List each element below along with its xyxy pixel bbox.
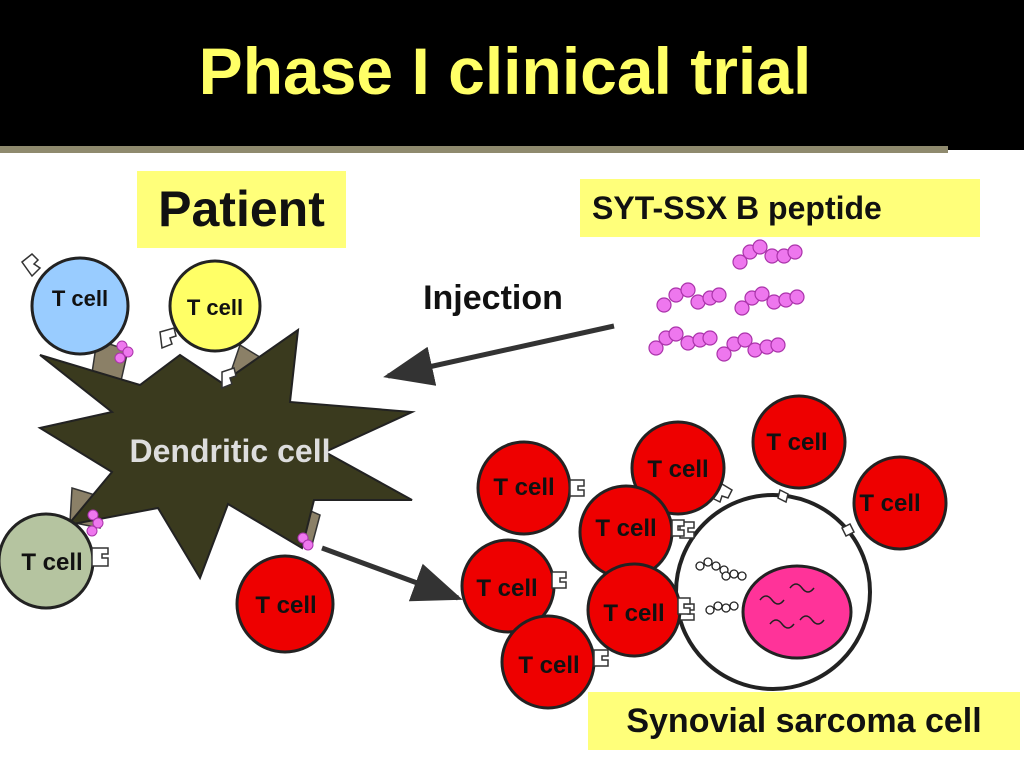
t-cell-label: T cell: [187, 295, 243, 320]
t-cell-icon: [235, 554, 335, 654]
receptor-icon: [677, 597, 691, 615]
injection-label: Injection: [423, 279, 563, 317]
receptor-icon: [671, 519, 685, 537]
t-cell-icon: [852, 455, 948, 551]
t-cell-icon: [630, 420, 726, 516]
peptide-icon: [87, 509, 99, 521]
receptor-icon: [593, 649, 609, 667]
peptide-icon: [302, 539, 314, 551]
t-cell-label: T cell: [603, 600, 664, 627]
receptor-icon: [569, 479, 585, 497]
peptide-icon: [114, 352, 126, 364]
t-cell-label: T cell: [647, 456, 708, 483]
chromosome-icon: [759, 583, 825, 629]
sarcoma-label: Synovial sarcoma cell: [588, 692, 1020, 750]
t-cell-icon: [168, 259, 262, 353]
t-cell-label: T cell: [859, 490, 920, 517]
peptide-icon: [86, 525, 98, 537]
receptor-icon: [159, 327, 177, 350]
chromosome-icon: [695, 557, 747, 615]
arrow-icon: [321, 545, 463, 602]
receptor-icon: [20, 252, 42, 278]
peptide-icon: [656, 282, 727, 313]
peptide-icon: [648, 326, 718, 356]
receptor-icon: [777, 488, 789, 504]
dendritic-cell-label: Dendritic cell: [130, 433, 331, 469]
receptor-icon: [221, 367, 237, 390]
peptide-icon: [122, 346, 134, 358]
t-cell-label: T cell: [595, 515, 656, 542]
t-cell-icon: [30, 256, 130, 356]
patient-label: Patient: [137, 171, 346, 248]
nucleus-icon: [741, 564, 853, 660]
t-cell-label: T cell: [518, 652, 579, 679]
t-cell-label: T cell: [255, 592, 316, 619]
t-cell-label: T cell: [493, 474, 554, 501]
receptor-icon: [840, 522, 856, 538]
receptor-icon: [91, 547, 109, 567]
title-divider: [0, 146, 948, 153]
arrow-icon: [383, 323, 615, 386]
t-cell-label: T cell: [52, 286, 108, 311]
peptide-icon: [732, 239, 803, 270]
t-cell-label: T cell: [766, 429, 827, 456]
t-cell-label: T cell: [476, 575, 537, 602]
slide-title: Phase I clinical trial: [198, 34, 812, 108]
receptor-icon: [551, 571, 567, 589]
peptide-icon: [92, 517, 104, 529]
peptide-icon: [734, 286, 805, 316]
peptide-icon: [716, 332, 786, 362]
t-cell-label: T cell: [21, 549, 82, 576]
peptide-label: SYT-SSX B peptide: [580, 179, 980, 237]
t-cell-icon: [751, 394, 847, 490]
title-bar: Phase I clinical trial: [0, 0, 1024, 150]
